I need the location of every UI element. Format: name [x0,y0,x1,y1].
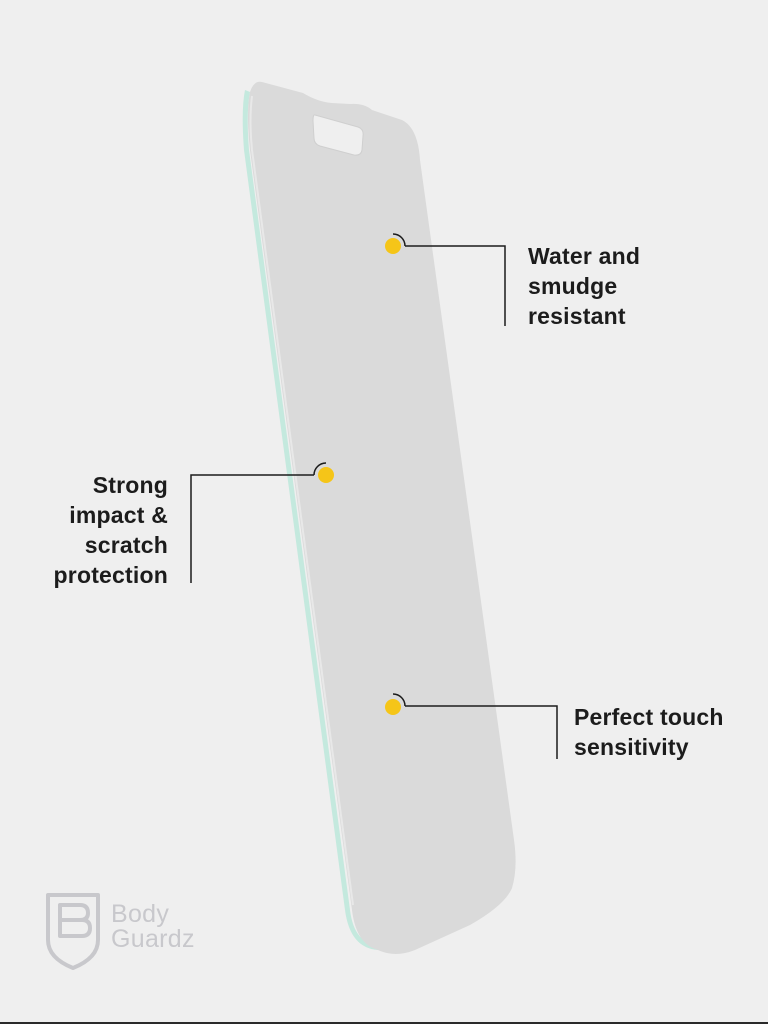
water-dot-arc [392,233,406,247]
touch-dot-arc [392,693,406,707]
touch-sensitivity-callout: Perfect touch sensitivity [574,702,724,762]
bodyguardz-wordmark: Body Guardz [111,902,195,952]
touch-dot [385,699,401,715]
water-callout-line1: Water and [528,243,641,269]
speaker-cutout [312,114,364,156]
impact-callout-line4: protection [53,562,168,588]
impact-callout-line3: scratch [84,532,168,558]
water-leader-line [405,245,506,326]
touch-callout-line1: Perfect touch [574,704,724,730]
brand-line2: Guardz [111,925,195,953]
bottom-border [0,1022,768,1024]
water-smudge-callout: Water and smudge resistant [528,241,640,331]
touch-callout-line2: sensitivity [574,734,689,760]
bodyguardz-shield-icon [46,893,100,970]
impact-dot [318,467,334,483]
touch-leader-line [405,705,558,759]
water-callout-line2: smudge [528,273,618,299]
brand-line1: Body [111,900,170,928]
water-dot [385,238,401,254]
impact-callout-line1: Strong [92,472,168,498]
impact-scratch-callout: Strong impact & scratch protection [54,470,168,590]
screen-protector-glass [248,81,516,954]
impact-leader-line [190,474,314,583]
impact-callout-line2: impact & [69,502,168,528]
screen-protector-highlight [249,95,354,906]
impact-dot-arc [313,462,327,476]
water-callout-line3: resistant [528,303,626,329]
